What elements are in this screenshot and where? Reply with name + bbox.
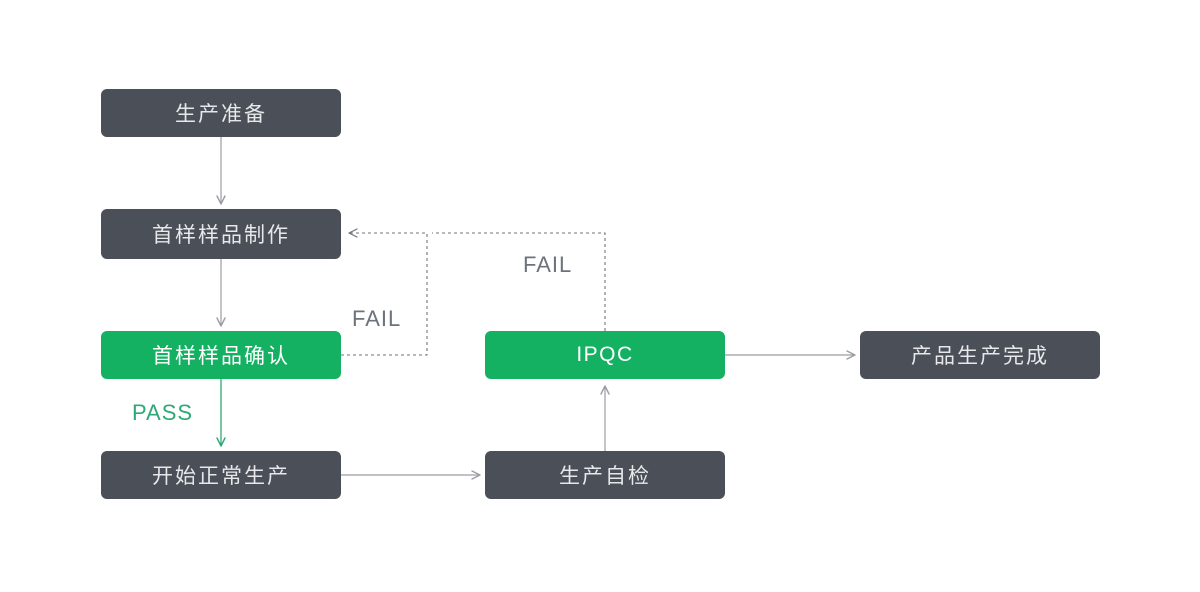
node-label: 首样样品制作 <box>152 224 290 247</box>
node-label: 生产准备 <box>175 103 267 126</box>
edge-confirm-fail-to-sample <box>341 228 428 356</box>
node-label: 首样样品确认 <box>152 345 290 368</box>
edge-label-fail-confirm: FAIL <box>352 306 402 331</box>
node-production-preparation[interactable]: 生产准备 <box>101 89 341 137</box>
edge-ipqc-fail-to-sample <box>432 232 606 331</box>
node-start-normal-production[interactable]: 开始正常生产 <box>101 451 341 499</box>
edge-label-fail-ipqc: FAIL <box>523 252 573 277</box>
node-ipqc[interactable]: IPQC <box>485 331 725 379</box>
node-production-self-inspection[interactable]: 生产自检 <box>485 451 725 499</box>
node-label: 开始正常生产 <box>152 465 290 488</box>
node-first-sample-production[interactable]: 首样样品制作 <box>101 209 341 259</box>
node-label: IPQC <box>576 343 634 366</box>
node-product-production-complete[interactable]: 产品生产完成 <box>860 331 1100 379</box>
node-first-sample-confirmation[interactable]: 首样样品确认 <box>101 331 341 379</box>
edge-label-pass-confirm: PASS <box>132 400 194 425</box>
node-label: 产品生产完成 <box>911 345 1049 368</box>
node-label: 生产自检 <box>559 465 651 488</box>
